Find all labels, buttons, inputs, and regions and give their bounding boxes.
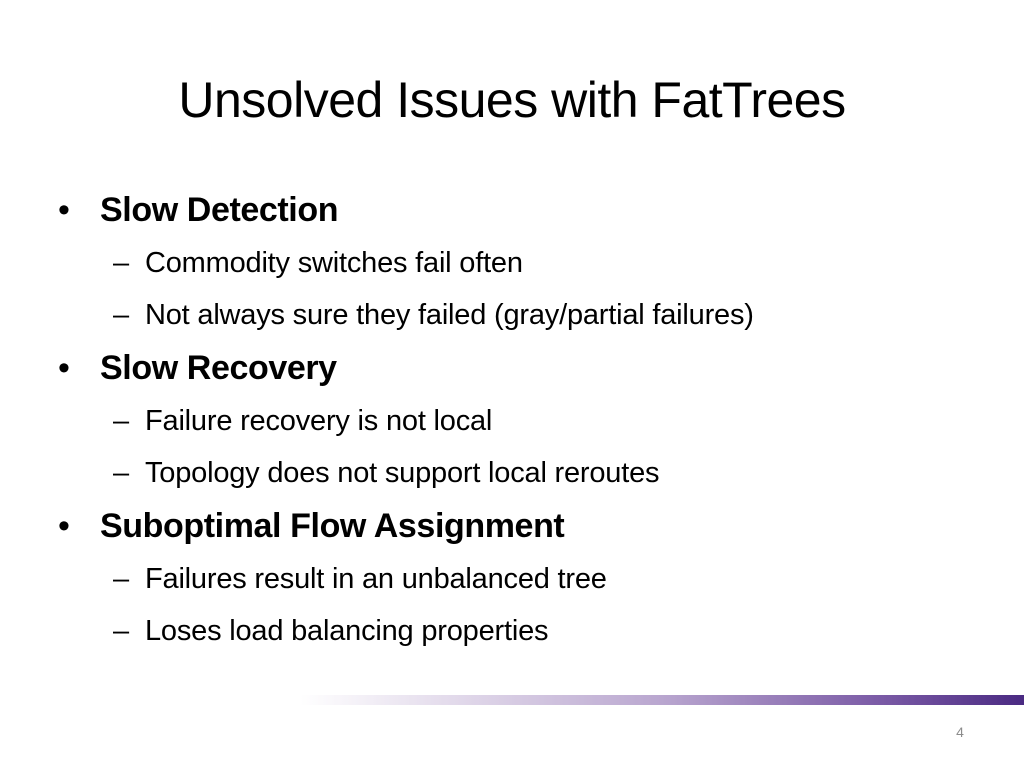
slide-title: Unsolved Issues with FatTrees (178, 72, 846, 128)
dash-icon: – (113, 405, 129, 437)
bullet-label: Slow Detection (100, 191, 339, 229)
bullet-icon: • (58, 349, 70, 387)
dash-icon: – (113, 247, 129, 279)
bullet-item-slow-detection: • Slow Detection (0, 183, 1024, 237)
page-number: 4 (956, 724, 964, 740)
bullet-item-slow-recovery: • Slow Recovery (0, 341, 1024, 395)
bullet-label: Slow Recovery (100, 349, 337, 387)
sub-bullet-label: Not always sure they failed (gray/partia… (145, 299, 754, 331)
bullet-list: • Slow Detection – Commodity switches fa… (0, 183, 1024, 657)
sub-bullet-label: Topology does not support local reroutes (145, 457, 660, 489)
bullet-icon: • (58, 507, 70, 545)
bullet-label: Suboptimal Flow Assignment (100, 507, 565, 545)
dash-icon: – (113, 563, 129, 595)
sub-bullet-label: Commodity switches fail often (145, 247, 523, 279)
sub-bullet-label: Loses load balancing properties (145, 615, 549, 647)
dash-icon: – (113, 299, 129, 331)
sub-bullet-item: – Commodity switches fail often (0, 237, 1024, 289)
decorative-gradient-bar (300, 695, 1024, 705)
sub-bullet-item: – Topology does not support local rerout… (0, 447, 1024, 499)
bullet-item-suboptimal-flow-assignment: • Suboptimal Flow Assignment (0, 499, 1024, 553)
dash-icon: – (113, 615, 129, 647)
sub-bullet-item: – Loses load balancing properties (0, 605, 1024, 657)
sub-bullet-item: – Failure recovery is not local (0, 395, 1024, 447)
sub-bullet-label: Failure recovery is not local (145, 405, 493, 437)
sub-bullet-label: Failures result in an unbalanced tree (145, 563, 607, 595)
bullet-icon: • (58, 191, 70, 229)
dash-icon: – (113, 457, 129, 489)
sub-bullet-item: – Not always sure they failed (gray/part… (0, 289, 1024, 341)
sub-bullet-item: – Failures result in an unbalanced tree (0, 553, 1024, 605)
